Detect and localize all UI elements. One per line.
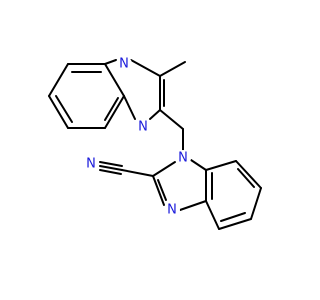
atom-label-n-quinox-bottom: N	[138, 120, 148, 135]
molecule-diagram: N N N N N	[48, 56, 262, 230]
bond-34	[99, 165, 123, 171]
atom-label-n-nitrile: N	[86, 157, 96, 172]
atom-label-n-imidazole-1: N	[178, 151, 188, 166]
bond-2	[48, 63, 69, 97]
bond-8	[55, 95, 73, 123]
bond-6	[104, 63, 125, 97]
bond-36	[99, 169, 122, 175]
bond-10	[104, 59, 117, 65]
atom-bg-n-imidazole-1	[175, 150, 191, 166]
bond-27	[250, 187, 262, 220]
bond-31	[220, 212, 246, 222]
bond-33	[121, 169, 154, 177]
bond-25	[205, 160, 237, 171]
atom-bg-n-imidazole-3	[164, 202, 180, 218]
bond-17	[159, 109, 184, 130]
bond-11	[130, 59, 161, 77]
atom-bg-n-nitrile	[83, 156, 99, 172]
atom-label-n-quinox-top: N	[119, 57, 129, 72]
bond-35	[99, 161, 123, 167]
atom-bg-n-quinox-top	[116, 56, 132, 72]
bond-5	[104, 95, 125, 129]
bond-30	[237, 168, 255, 188]
atom-label-layer: N N N N N	[83, 56, 191, 218]
bond-16	[159, 61, 186, 77]
bond-24	[190, 159, 207, 171]
bond-13	[149, 109, 161, 120]
bond-12	[123, 95, 136, 120]
structure-canvas: N N N N N	[48, 56, 262, 230]
bond-26	[235, 160, 262, 189]
bond-22	[179, 200, 207, 211]
bond-20	[152, 175, 165, 206]
bond-28	[218, 218, 252, 230]
bond-19	[152, 161, 176, 177]
bond-3	[48, 95, 69, 129]
bond-21	[157, 179, 167, 201]
bond-29	[205, 200, 220, 230]
bond-9	[104, 97, 119, 121]
bond-layer	[48, 59, 262, 230]
atom-label-n-imidazole-3: N	[167, 203, 177, 218]
atom-bg-n-quinox-bottom	[135, 119, 151, 135]
